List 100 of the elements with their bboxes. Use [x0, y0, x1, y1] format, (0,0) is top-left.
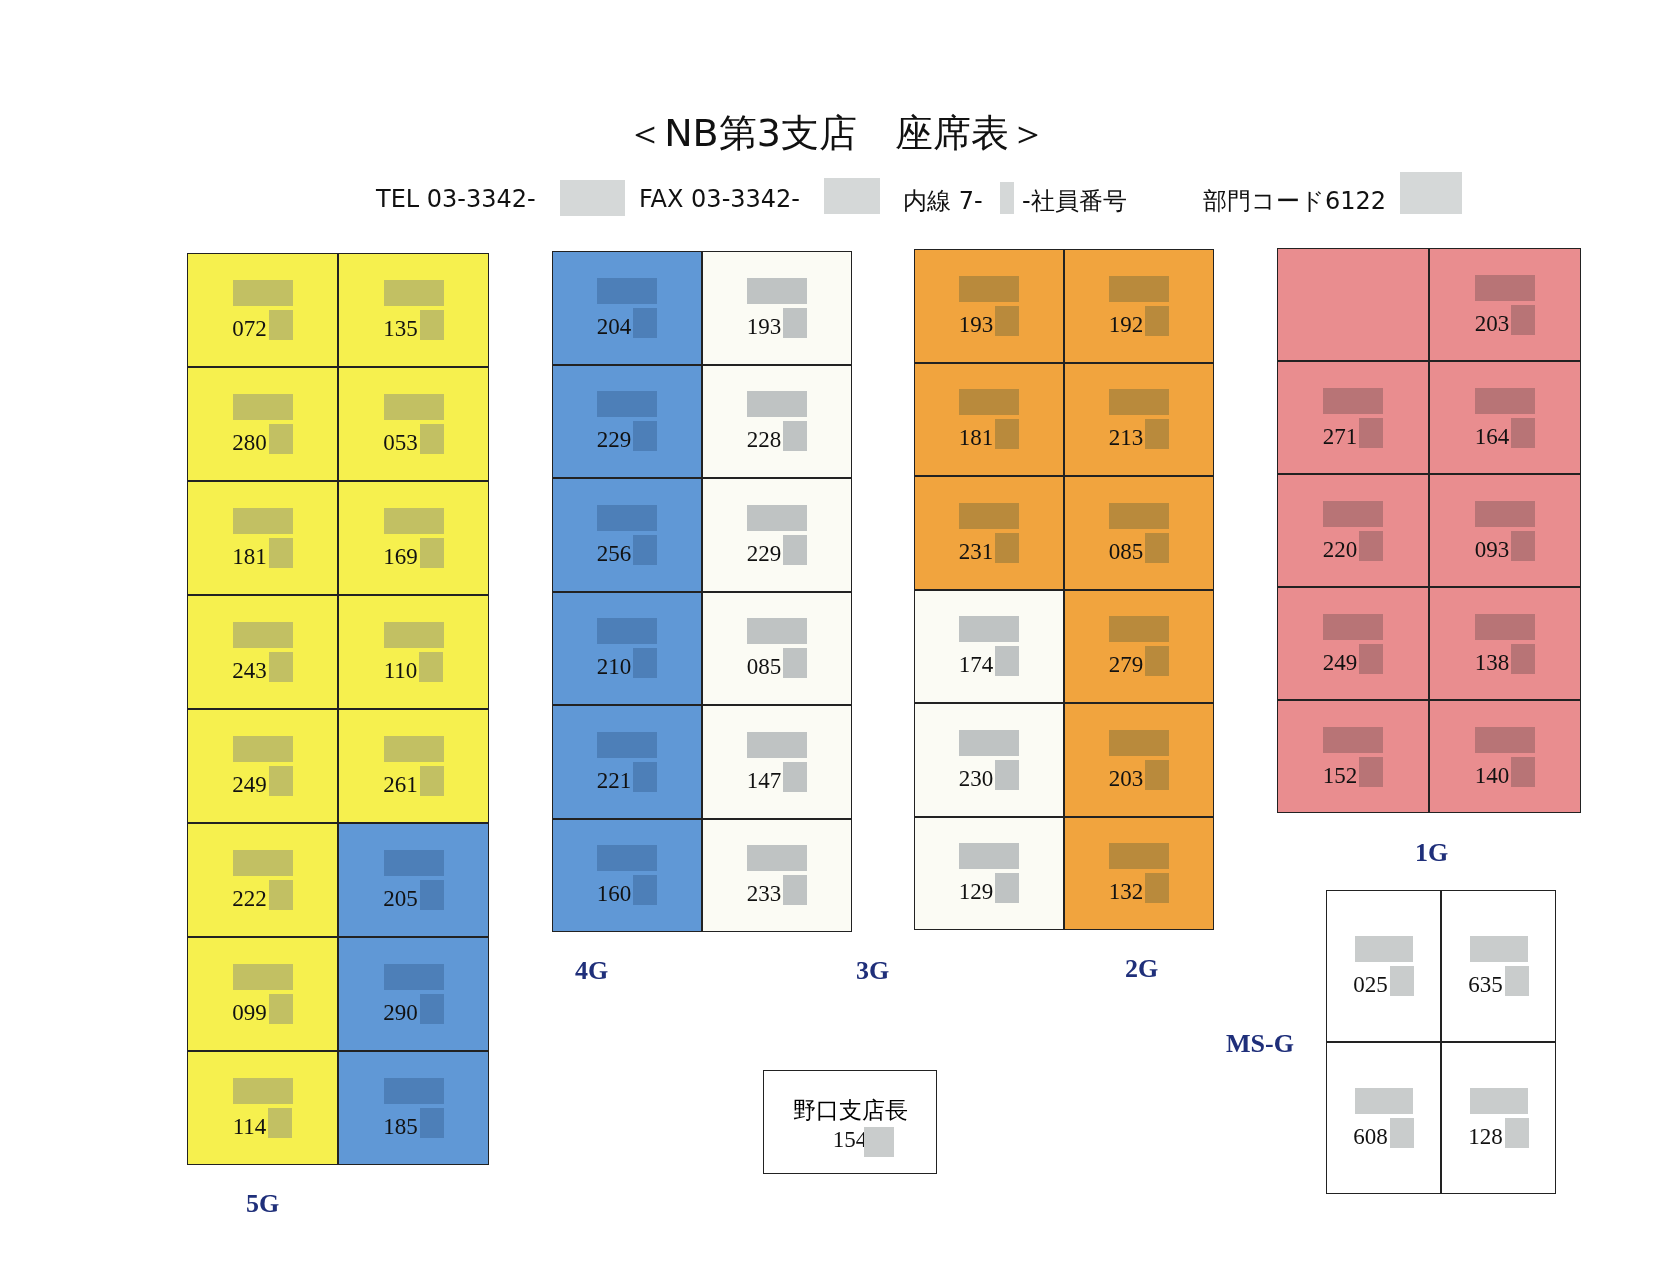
seat-number: 181 [232, 545, 267, 568]
seat-cell [1429, 700, 1581, 813]
seat-cell [187, 709, 338, 823]
seat-cell [552, 364, 702, 478]
seat-number: 085 [1108, 539, 1144, 563]
seat-cell [1277, 361, 1429, 474]
seat-number: 221 [596, 768, 632, 792]
seat-cell [338, 823, 489, 937]
seat-cell [1064, 589, 1214, 703]
seat-cell [187, 253, 338, 367]
seat-number: 249 [232, 773, 267, 796]
seat-cell [187, 595, 338, 709]
seat-number: 279 [1108, 653, 1144, 677]
seat-cell [1326, 890, 1441, 1042]
seat-number: 147 [746, 768, 782, 792]
seat-number: 185 [383, 1115, 418, 1138]
seat-cell [338, 1051, 489, 1165]
seat-number: 138 [1474, 650, 1510, 674]
seat-cell [914, 703, 1064, 817]
seat-number: 193 [958, 312, 994, 336]
seat-cell [552, 818, 702, 932]
seat-cell [1326, 1042, 1441, 1194]
seat-number: 192 [1108, 312, 1144, 336]
contact-text: 部門コード6122 [1203, 186, 1387, 217]
seat-number: 204 [596, 314, 632, 338]
seat-cell [914, 589, 1064, 703]
seat-cell [338, 253, 489, 367]
seat-number: 025 [1353, 973, 1388, 996]
seat-number: 280 [232, 431, 267, 454]
seat-cell [187, 1051, 338, 1165]
contact-text: FAX 03-3342- [639, 185, 801, 213]
seat-cell [1429, 361, 1581, 474]
seat-cell [338, 937, 489, 1051]
group-label: 2G [1125, 954, 1159, 984]
seat-number: 193 [746, 314, 782, 338]
seat-cell [338, 367, 489, 481]
contact-text: -社員番号 [1022, 186, 1127, 217]
seat-cell [338, 709, 489, 823]
seat-cell [702, 591, 852, 705]
seat-cell [1277, 587, 1429, 700]
seat-cell [338, 595, 489, 709]
seat-cell [187, 937, 338, 1051]
seat-number: 132 [1108, 880, 1144, 904]
contact-text: 内線 7- [903, 186, 983, 217]
seat-number: 243 [232, 659, 267, 682]
seat-cell [1064, 362, 1214, 476]
seat-number: 129 [958, 880, 994, 904]
contact-text: TEL 03-3342- [376, 185, 536, 213]
seat-cell [187, 367, 338, 481]
seat-number: 152 [1322, 763, 1358, 787]
seat-cell [1064, 816, 1214, 930]
seat-cell [702, 818, 852, 932]
seat-cell [914, 362, 1064, 476]
seat-number: 230 [958, 766, 994, 790]
seat-number: 099 [232, 1001, 267, 1024]
group-label: 3G [856, 956, 890, 986]
seat-cell [1441, 890, 1556, 1042]
seat-cell [552, 705, 702, 819]
seat-number: 174 [958, 653, 994, 677]
seat-number: 164 [1474, 424, 1510, 448]
seat-number: 128 [1468, 1125, 1503, 1148]
seat-number: 085 [746, 655, 782, 679]
seat-cell [1277, 700, 1429, 813]
seat-cell [1064, 249, 1214, 363]
seat-cell [552, 251, 702, 365]
seat-cell [1064, 476, 1214, 590]
seat-cell [1277, 474, 1429, 587]
seat-number: 231 [958, 539, 994, 563]
group-label: 4G [575, 956, 609, 986]
seat-number: 203 [1474, 311, 1510, 335]
seat-number: 608 [1353, 1125, 1388, 1148]
seat-number: 160 [596, 882, 632, 906]
manager-title: 野口支店長 [792, 1096, 908, 1125]
seat-number: 110 [383, 659, 418, 682]
seat-cell [1429, 248, 1581, 361]
seat-number: 290 [383, 1001, 418, 1024]
seat-cell [338, 481, 489, 595]
seat-cell [187, 481, 338, 595]
seat-number: 635 [1468, 973, 1503, 996]
seat-cell [1064, 703, 1214, 817]
seat-cell [914, 249, 1064, 363]
seat-cell [702, 364, 852, 478]
seat-number: 114 [232, 1115, 267, 1138]
seat-number: 229 [746, 541, 782, 565]
seat-cell [1429, 474, 1581, 587]
group-label: 1G [1415, 838, 1449, 868]
group-label: 5G [246, 1189, 280, 1219]
group-label: MS-G [1226, 1029, 1294, 1059]
seat-number: 213 [1108, 426, 1144, 450]
seat-cell [914, 816, 1064, 930]
seat-cell [914, 476, 1064, 590]
seat-number: 220 [1322, 537, 1358, 561]
seat-number: 072 [232, 317, 267, 340]
seat-number: 222 [232, 887, 267, 910]
seat-number: 205 [383, 887, 418, 910]
seat-cell [702, 705, 852, 819]
title: ＜NB第3支店 座席表＞ [625, 110, 1048, 157]
seat-number: 233 [746, 882, 782, 906]
seat-cell [552, 591, 702, 705]
seat-number: 228 [746, 428, 782, 452]
